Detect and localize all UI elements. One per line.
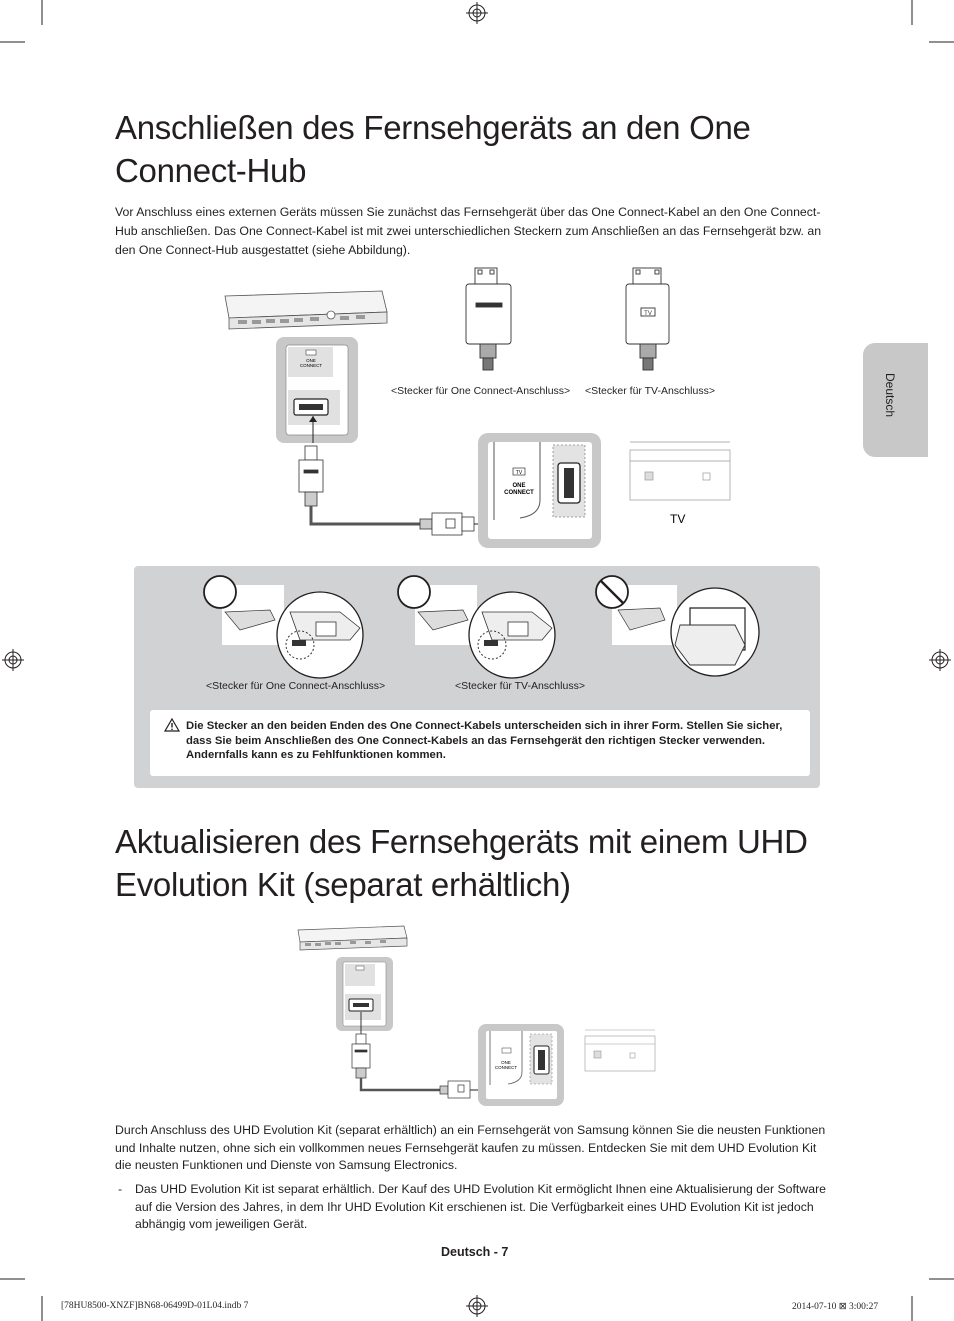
evolution-kit-illustration <box>297 925 408 951</box>
language-side-tab: Deutsch <box>863 343 928 457</box>
footer-file-info: [78HU8500-XNZF]BN68-06499D-01L04.indb 7 <box>61 1301 249 1311</box>
cable-connector-tv-end <box>419 512 475 536</box>
registration-mark-bottom <box>466 1295 488 1317</box>
kit-port-connect-label: CONNECT <box>495 1065 518 1070</box>
registration-mark-top <box>466 2 488 24</box>
tv-port-connect-label: CONNECT <box>504 490 534 496</box>
caption-tv-plug: <Stecker für TV-Anschluss> <box>585 385 715 397</box>
correct-one-connect-insertion <box>203 575 364 679</box>
tv-port-tv-label: TV <box>516 470 523 476</box>
section2-bullet: - Das UHD Evolution Kit ist separat erhä… <box>115 1181 835 1234</box>
warning-box: Die Stecker an den beiden Enden des One … <box>150 710 810 776</box>
svg-text:CONNECT: CONNECT <box>300 363 323 368</box>
section2-title-line1: Aktualisieren des Fernsehgeräts mit eine… <box>115 823 808 860</box>
section1-title: Anschließen des Fernsehgeräts an den One… <box>115 106 835 192</box>
one-connect-hub-illustration <box>224 290 388 330</box>
section1-intro: Vor Anschluss eines externen Geräts müss… <box>115 205 822 257</box>
tv-plug-illustration: TV <box>625 267 670 371</box>
tv-port-callout: TV ONE CONNECT <box>478 433 601 548</box>
bullet-marker: - <box>118 1182 123 1196</box>
tv-plug-tv-label: TV <box>644 311 652 317</box>
incorrect-insertion <box>595 575 760 677</box>
footer-timestamp: 2014-07-10 ⊠ 3:00:27 <box>792 1302 879 1312</box>
ok-circle-icon <box>203 575 237 609</box>
one-connect-plug-illustration <box>465 267 512 371</box>
panel-caption-tv: <Stecker für TV-Anschluss> <box>455 680 585 692</box>
section2-paragraph: Durch Anschluss des UHD Evolution Kit (s… <box>115 1123 826 1172</box>
warning-text: Die Stecker an den beiden Enden des One … <box>186 720 783 761</box>
tv-label: TV <box>670 512 685 526</box>
tv-port-one-label: ONE <box>512 483 525 489</box>
cable-line <box>309 506 420 526</box>
svg-text:ONE: ONE <box>306 358 316 363</box>
warning-triangle-icon <box>163 717 181 732</box>
hub-port-callout: ONE CONNECT <box>276 337 358 443</box>
bullet-text: Das UHD Evolution Kit ist separat erhält… <box>135 1182 827 1231</box>
caption-one-connect-plug: <Stecker für One Connect-Anschluss> <box>391 385 571 397</box>
kit-port-one-label: ONE <box>501 1060 511 1065</box>
panel-caption-one-connect: <Stecker für One Connect-Anschluss> <box>206 680 386 692</box>
cable-connector-hub-end <box>298 445 324 507</box>
registration-mark-right <box>929 649 951 671</box>
correct-tv-insertion <box>397 575 556 679</box>
page-number: Deutsch - 7 <box>441 1245 509 1259</box>
tv-back-illustration <box>629 441 731 501</box>
section2-title: Aktualisieren des Fernsehgeräts mit eine… <box>115 820 835 906</box>
side-tab-label: Deutsch <box>883 373 897 418</box>
registration-mark-left <box>2 649 24 671</box>
ok-circle-icon-2 <box>397 575 431 609</box>
section2-title-line2: Evolution Kit (separat erhältlich) <box>115 866 571 903</box>
section1-title-line2: Connect-Hub <box>115 152 307 189</box>
section1-title-line1: Anschließen des Fernsehgeräts an den One <box>115 109 751 146</box>
